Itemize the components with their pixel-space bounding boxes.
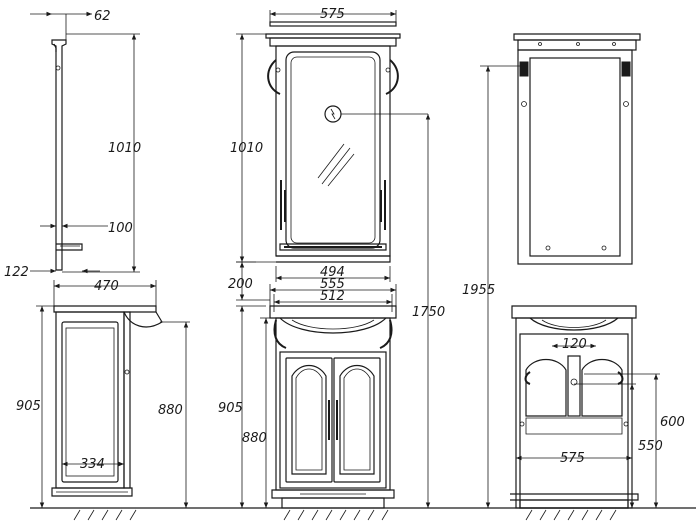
mid-dimensions: 200 494 555 512 [228, 261, 397, 312]
dim-100: 100 [108, 221, 133, 236]
dim-62: 62 [94, 9, 111, 24]
dim-575-mirror: 575 [320, 7, 345, 22]
dim-575-back: 575 [560, 451, 585, 466]
dim-122: 122 [4, 265, 29, 280]
dim-1010-side: 1010 [108, 141, 141, 156]
dim-880-side: 880 [158, 403, 183, 418]
dim-905-side: 905 [16, 399, 41, 414]
dim-905-front: 905 [218, 401, 243, 416]
dim-334: 334 [80, 457, 105, 472]
dim-1750: 1750 [412, 114, 445, 508]
cabinet-front-view: 905 880 [218, 305, 397, 509]
dim-494: 494 [320, 265, 345, 280]
dim-1010-front: 1010 [230, 141, 263, 156]
dim-total-height: 1955 [462, 65, 520, 508]
floor-line [30, 507, 696, 521]
dim-120: 120 [562, 337, 587, 352]
cabinet-side-view: 470 905 880 334 [16, 279, 190, 509]
mirror-side-view: 62 1010 100 122 [4, 9, 141, 280]
dim-600: 600 [660, 415, 685, 430]
dim-555: 555 [320, 277, 345, 292]
cabinet-back-view: 120 600 550 575 [510, 305, 685, 509]
dim-200: 200 [228, 277, 253, 292]
dim-512: 512 [320, 289, 345, 304]
dim-1955: 1955 [462, 283, 495, 298]
dim-550: 550 [638, 439, 663, 454]
dim-470: 470 [94, 279, 119, 294]
dim-1750-text: 1750 [412, 305, 445, 320]
dim-880-front: 880 [242, 431, 267, 446]
mirror-front-view: 575 1010 [230, 7, 428, 263]
mirror-back-view [513, 33, 641, 265]
